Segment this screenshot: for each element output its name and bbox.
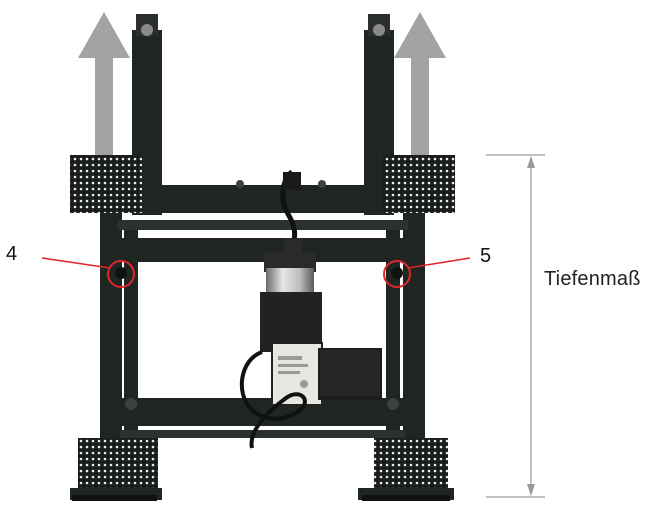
depth-dimension-line <box>486 154 545 498</box>
perforated-plates <box>70 155 455 501</box>
cable-loop <box>240 350 307 449</box>
callout-4-marker <box>41 257 135 288</box>
callout-5-marker <box>383 257 471 288</box>
right-up-arrow <box>394 12 446 172</box>
depth-dimension-label: Tiefenmaß <box>544 268 641 290</box>
callout-label-4: 4 <box>6 243 18 265</box>
left-up-arrow <box>78 12 130 172</box>
actuator <box>260 238 382 406</box>
callout-label-5: 5 <box>480 245 492 267</box>
